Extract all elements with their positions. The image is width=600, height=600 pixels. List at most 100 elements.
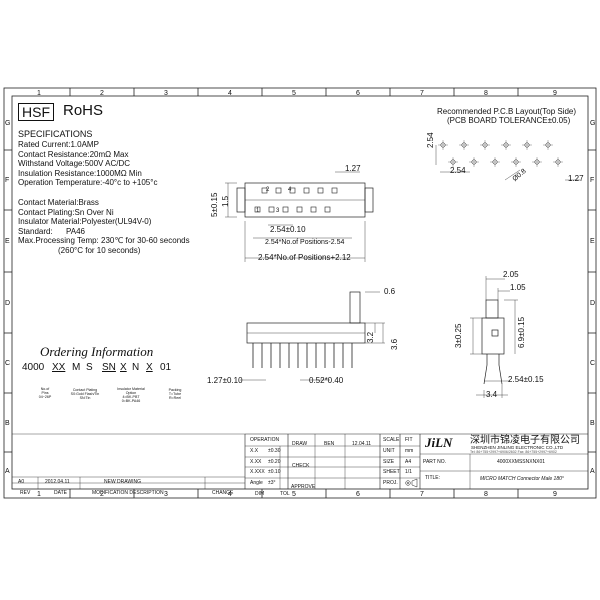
grid-row-left: A <box>5 467 10 475</box>
material-line: Max.Processing Temp: 230℃ for 30-60 seco… <box>18 236 190 245</box>
pcb-dim-254-h: 2.54 <box>450 166 466 175</box>
revision-header: CHANGE <box>212 490 234 496</box>
tb-part-no: 4000XXMSSNXNX01 <box>497 459 546 465</box>
revision-header: MODIFICATION DESCRIPTION <box>92 490 164 496</box>
side-dim-254: 2.54±0.15 <box>508 375 544 384</box>
grid-col-top: 7 <box>420 90 424 97</box>
rev-ao: A0 <box>18 479 25 485</box>
grid-row-left: C <box>5 360 11 367</box>
tb-unit-label: UNIT <box>383 448 395 454</box>
grid-col-top: 2 <box>100 90 104 97</box>
tb-approve: APPROVE <box>291 484 316 490</box>
grid-col-bottom: 9 <box>553 491 557 498</box>
projection-symbol <box>405 478 418 488</box>
grid-col-bottom: 8 <box>484 491 488 498</box>
rev-date: 2012.04.11 <box>45 479 70 485</box>
rev-desc: NEW DRAWING <box>104 479 142 485</box>
grid-row-left: F <box>5 177 10 184</box>
side-dim-3: 3±0.25 <box>454 323 463 348</box>
tb-sheet-label: SHEET <box>383 469 400 475</box>
side-dim-34: 3.4 <box>486 390 498 399</box>
material-line: Standard: PA46 <box>18 226 86 236</box>
material-line: Contact Material:Brass <box>18 198 99 207</box>
tb-tol: TOL <box>280 491 290 497</box>
spec-line: Operation Temperature:-40°c to +105°c <box>18 178 158 187</box>
top-dim-127: 1.27 <box>345 164 361 173</box>
ordering-segment: SN <box>102 362 116 373</box>
tol-value: ±0.10 <box>268 469 281 475</box>
tol-key: X.XXX <box>250 469 265 475</box>
grid-col-bottom: 1 <box>37 491 41 498</box>
side-dim-69: 6.9±0.15 <box>517 316 526 348</box>
grid-row-right: F <box>590 177 595 184</box>
material-line: Contact Plating:Sn Over Ni <box>18 207 114 217</box>
spec-line: Rated Current:1.0AMP <box>18 140 99 149</box>
side-dim-205: 2.05 <box>503 270 519 279</box>
spec-line: Contact Resistance:20mΩ Max <box>18 149 129 159</box>
grid-row-right: D <box>590 299 596 307</box>
tb-draw-date: 12.04.11 <box>352 441 372 447</box>
tb-unit-value: mm <box>405 448 414 454</box>
grid-row-left: B <box>5 419 10 427</box>
tb-part-no-label: PART NO. <box>423 459 447 465</box>
title-block-grid <box>12 433 588 489</box>
tol-value: ±3° <box>268 479 276 486</box>
grid-col-top: 1 <box>37 90 41 97</box>
revision-header: REV <box>20 490 31 496</box>
side-dim-105: 1.05 <box>510 283 526 292</box>
grid-row-left: E <box>5 238 10 245</box>
material-line: Insulator Material:Polyester(UL94V-0) <box>18 217 152 226</box>
grid-col-top: 5 <box>292 90 296 97</box>
grid-row-left: G <box>5 120 11 127</box>
tb-size-value: A4 <box>405 459 412 465</box>
company-cn: 深圳市锦凌电子有限公司 <box>470 435 580 446</box>
side-view <box>470 276 518 398</box>
grid-row-right: E <box>590 238 595 245</box>
note-packing: Packing T=Tube R=Reel <box>168 388 182 401</box>
ordering-segment: XX <box>52 362 66 373</box>
grid-row-right: B <box>590 419 595 427</box>
tb-size-label: SIZE <box>383 459 395 465</box>
ordering-segment: S <box>86 362 93 373</box>
grid-col-top: 4 <box>228 90 232 97</box>
tol-value: ±0.30 <box>268 448 281 454</box>
pin-label-2: 2 <box>266 187 270 193</box>
top-dim-254: 2.54±0.10 <box>270 225 306 234</box>
top-view <box>225 171 374 262</box>
grid-col-bottom: 5 <box>292 491 296 498</box>
pcb-dim-127: 1.27 <box>568 174 584 183</box>
spec-line: Insulation Resistance:1000MΩ Min <box>18 168 142 178</box>
tb-title-label: TITLE: <box>425 475 441 481</box>
note-insulator: Insulator Material Option 4=BK-PBT 0=BK-… <box>117 387 145 404</box>
pin-label-3: 3 <box>276 208 280 214</box>
tb-proj-label: PROJ. <box>383 480 398 486</box>
company-logo: JiLN <box>425 435 453 450</box>
grid-col-top: 3 <box>164 90 168 97</box>
tol-key: X.XX <box>250 458 262 465</box>
grid-col-bottom: 2 <box>100 491 104 498</box>
specs-title: SPECIFICATIONS <box>18 129 93 139</box>
tb-operation: OPERATION <box>250 437 280 443</box>
hsf-mark: HSF <box>18 103 54 121</box>
tb-scale-value: FIT <box>405 437 413 443</box>
front-dim-127: 1.27±0.10 <box>207 376 243 385</box>
tb-scale-label: SCALE <box>383 437 400 443</box>
grid-col-top: 9 <box>553 90 557 97</box>
grid-col-bottom: 3 <box>164 491 168 498</box>
grid-col-bottom: 6 <box>356 491 360 498</box>
ordering-segment: 4000 <box>22 362 45 373</box>
tb-sheet-value: 1/1 <box>405 469 412 475</box>
ordering-title: Ordering Information <box>40 344 154 359</box>
grid-row-right: G <box>590 120 596 127</box>
grid-col-bottom: 4 <box>228 491 232 498</box>
top-dim-positions: 2.54*No.of Positions-2.54 <box>265 239 345 246</box>
tb-title-value: MICRO MATCH Connector Male 180° <box>480 476 564 482</box>
ordering-segment: 01 <box>160 362 172 373</box>
grid-col-top: 8 <box>484 90 488 97</box>
top-dim-5: 5±0.15 <box>210 192 219 217</box>
ordering-segment: X <box>146 362 153 373</box>
grid-col-top: 6 <box>356 90 360 97</box>
grid-col-bottom: 7 <box>420 491 424 498</box>
tb-dim: DIM <box>255 491 265 497</box>
